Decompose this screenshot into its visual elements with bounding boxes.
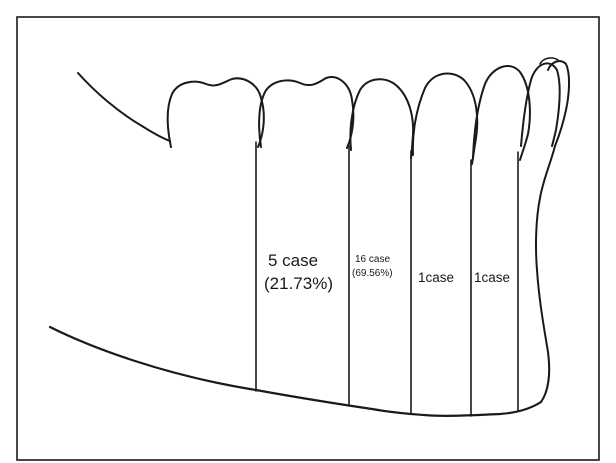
tooth-premolar-1	[413, 73, 477, 164]
tooth-molar-1	[259, 77, 353, 148]
figure-frame	[17, 17, 599, 460]
tooth-incisor-lateral	[521, 63, 560, 146]
region-2-percent-label: (69.56%)	[352, 268, 393, 279]
region-2-case-label: 16 case	[355, 254, 390, 265]
region-labels: 5 case (21.73%) 16 case (69.56%) 1case 1…	[264, 251, 510, 293]
teeth	[168, 58, 569, 164]
region-3-case-label: 1case	[418, 270, 454, 285]
tooth-molar-2	[168, 78, 264, 147]
symphysis-outline	[536, 146, 555, 402]
region-1-percent-label: (21.73%)	[264, 274, 333, 293]
ramus-outline	[78, 73, 170, 141]
tooth-premolar-2	[350, 79, 413, 158]
region-4-case-label: 1case	[474, 270, 510, 285]
region-1-case-label: 5 case	[268, 251, 318, 270]
mandible-lower-border	[50, 327, 541, 416]
